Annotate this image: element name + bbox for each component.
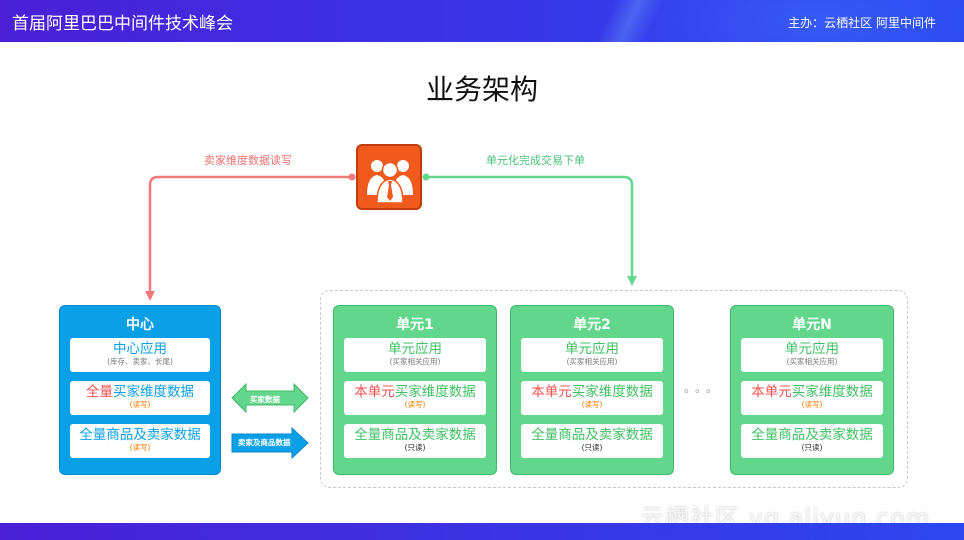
card-main: 单元应用 bbox=[565, 341, 619, 357]
unit-panel-n: 单元N 单元应用 (买家相关应用) 本单元买家维度数据 (读写) 全量商品及卖家… bbox=[730, 305, 894, 475]
users-group-icon bbox=[367, 160, 413, 204]
card-main: 全量商品及卖家数据 bbox=[531, 427, 653, 443]
unit-app-card: 单元应用 (买家相关应用) bbox=[741, 338, 883, 372]
card-sub: (买家相关应用) bbox=[389, 357, 441, 366]
header-glow bbox=[604, 0, 964, 42]
unit-buyer-data-card: 本单元买家维度数据 (读写) bbox=[741, 381, 883, 415]
card-prefix: 本单元 bbox=[354, 384, 395, 400]
header-bar: 首届阿里巴巴中间件技术峰会 主办：云栖社区 阿里中间件 bbox=[0, 0, 964, 42]
card-main: 中心应用 bbox=[113, 341, 167, 357]
card-main: 买家维度数据 bbox=[571, 384, 653, 400]
card-sub: (只读) bbox=[581, 443, 603, 452]
left-flow-label: 卖家维度数据读写 bbox=[204, 154, 292, 167]
center-app-card: 中心应用 (库存、卖家、长尾) bbox=[70, 338, 210, 372]
card-main: 买家维度数据 bbox=[113, 384, 194, 400]
card-main: 买家维度数据 bbox=[394, 384, 476, 400]
card-main: 买家维度数据 bbox=[791, 384, 873, 400]
more-units-ellipsis: 。。。 bbox=[684, 381, 724, 395]
footer-bar bbox=[0, 523, 964, 540]
unit-seller-data-card: 全量商品及卖家数据 (只读) bbox=[344, 424, 486, 458]
left-flow-line bbox=[145, 175, 352, 301]
center-title: 中心 bbox=[126, 317, 154, 333]
seller-data-arrow bbox=[231, 426, 309, 460]
unit-buyer-data-card: 本单元买家维度数据 (读写) bbox=[521, 381, 663, 415]
card-sub: (只读) bbox=[801, 443, 823, 452]
page-title: 业务架构 bbox=[425, 73, 538, 106]
card-sub: (买家相关应用) bbox=[566, 357, 618, 366]
header-streak bbox=[560, 0, 700, 42]
card-sub: (库存、卖家、长尾) bbox=[107, 357, 173, 366]
card-prefix: 本单元 bbox=[751, 384, 792, 400]
card-main: 单元应用 bbox=[388, 341, 442, 357]
right-flow-dot bbox=[422, 173, 430, 181]
card-main: 单元应用 bbox=[785, 341, 839, 357]
unit-buyer-data-card: 本单元买家维度数据 (读写) bbox=[344, 381, 486, 415]
card-sub: (读写) bbox=[129, 443, 151, 452]
buyer-data-double-arrow bbox=[231, 382, 309, 414]
unit-seller-data-card: 全量商品及卖家数据 (只读) bbox=[521, 424, 663, 458]
card-sub: (读写) bbox=[801, 400, 823, 409]
unit-title: 单元2 bbox=[573, 317, 611, 333]
card-sub: (读写) bbox=[581, 400, 603, 409]
card-sub: (读写) bbox=[129, 400, 151, 409]
card-main: 全量商品及卖家数据 bbox=[354, 427, 476, 443]
right-flow-line bbox=[426, 175, 637, 286]
left-flow-dot bbox=[348, 173, 356, 181]
card-prefix: 全量 bbox=[86, 384, 113, 400]
buyer-data-arrow-label: 买家数据 bbox=[250, 395, 280, 404]
center-panel: 中心 中心应用 (库存、卖家、长尾) 全量买家维度数据 (读写) 全量商品及卖家… bbox=[59, 305, 221, 475]
center-buyer-data-card: 全量买家维度数据 (读写) bbox=[70, 381, 210, 415]
card-prefix: 本单元 bbox=[531, 384, 572, 400]
unit-title: 单元1 bbox=[396, 317, 434, 333]
conference-title: 首届阿里巴巴中间件技术峰会 bbox=[12, 14, 233, 34]
users-node bbox=[356, 144, 422, 210]
card-main: 全量商品及卖家数据 bbox=[751, 427, 873, 443]
units-frame bbox=[320, 290, 908, 488]
unit-title: 单元N bbox=[792, 317, 832, 333]
right-flow-label: 单元化完成交易下单 bbox=[486, 154, 585, 167]
seller-data-arrow-label: 卖家及商品数据 bbox=[238, 438, 291, 447]
center-seller-data-card: 全量商品及卖家数据 (读写) bbox=[70, 424, 210, 458]
organizer-label: 主办：云栖社区 阿里中间件 bbox=[788, 16, 936, 30]
card-main: 全量商品及卖家数据 bbox=[79, 427, 201, 443]
unit-panel-1: 单元1 单元应用 (买家相关应用) 本单元买家维度数据 (读写) 全量商品及卖家… bbox=[333, 305, 497, 475]
unit-app-card: 单元应用 (买家相关应用) bbox=[344, 338, 486, 372]
card-sub: (只读) bbox=[404, 443, 426, 452]
unit-seller-data-card: 全量商品及卖家数据 (只读) bbox=[741, 424, 883, 458]
unit-app-card: 单元应用 (买家相关应用) bbox=[521, 338, 663, 372]
unit-panel-2: 单元2 单元应用 (买家相关应用) 本单元买家维度数据 (读写) 全量商品及卖家… bbox=[510, 305, 674, 475]
card-sub: (买家相关应用) bbox=[786, 357, 838, 366]
card-sub: (读写) bbox=[404, 400, 426, 409]
